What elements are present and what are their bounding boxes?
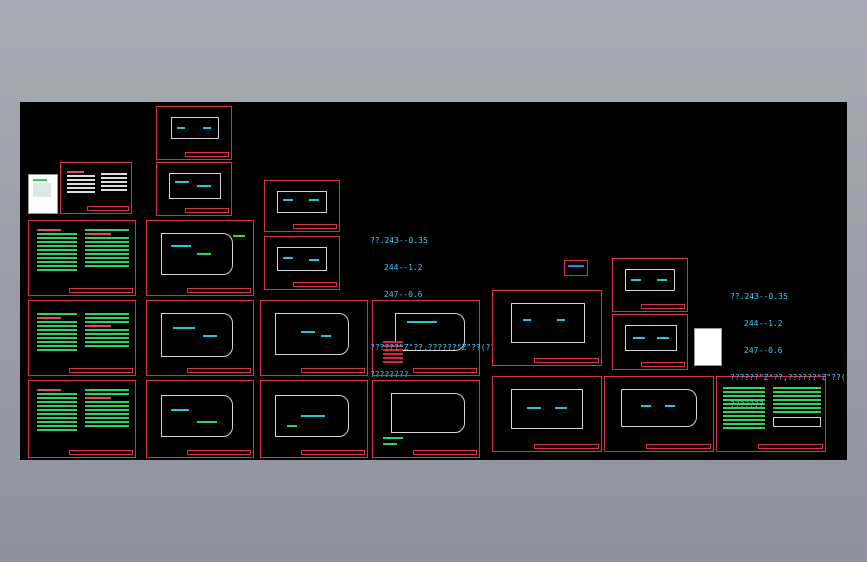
floor-plan-sheet-e2[interactable] — [492, 376, 602, 452]
cover-sheet[interactable] — [28, 174, 58, 214]
floor-plan-sheet-f1[interactable] — [612, 258, 688, 312]
drawing-index-sheet[interactable] — [60, 162, 132, 214]
design-notes-right: ??.243--0.35 244--1.2 247--0.6 ??????"Z"… — [730, 274, 847, 427]
note-line: 247--0.6 — [384, 290, 423, 299]
schedule-sheet-3[interactable] — [28, 380, 136, 458]
floor-plan-sheet-g1[interactable] — [604, 376, 714, 452]
floor-plan-sheet-c2[interactable] — [264, 236, 340, 290]
floor-plan-sheet-b1[interactable] — [146, 220, 254, 296]
note-line: ???????? — [370, 370, 409, 379]
floor-plan-sheet-b2[interactable] — [146, 300, 254, 376]
note-line: 247--0.6 — [744, 346, 783, 355]
schedule-sheet-1[interactable] — [28, 220, 136, 296]
note-line: ??????? — [730, 400, 764, 409]
floor-plan-sheet-a1[interactable] — [156, 106, 232, 160]
floor-plan-sheet-d2[interactable] — [372, 380, 480, 458]
note-line: ??.243--0.35 — [730, 292, 788, 301]
cad-model-space[interactable]: ??.243--0.35 244--1.2 247--0.6 ??????"Z"… — [20, 102, 847, 460]
floor-plan-sheet-c3[interactable] — [260, 300, 368, 376]
note-line: ??????"Z"??,??????"Z"??(??????) — [370, 343, 520, 352]
design-notes-left: ??.243--0.35 244--1.2 247--0.6 ??????"Z"… — [370, 218, 519, 397]
floor-plan-sheet-b3[interactable] — [146, 380, 254, 458]
floor-plan-sheet-c1[interactable] — [264, 180, 340, 232]
note-line: ??????"Z"??,??????"Z"??(??????) — [730, 373, 847, 382]
floor-plan-sheet-c4[interactable] — [260, 380, 368, 458]
floor-plan-sheet-a2[interactable] — [156, 162, 232, 216]
floor-plan-sheet-e1[interactable] — [492, 290, 602, 366]
notes-sheet[interactable] — [694, 328, 722, 366]
schedule-sheet-2[interactable] — [28, 300, 136, 376]
note-line: ??.243--0.35 — [370, 236, 428, 245]
note-line: 244--1.2 — [384, 263, 423, 272]
equipment-schedule-sheet[interactable] — [716, 376, 826, 452]
note-line: 244--1.2 — [744, 319, 783, 328]
floor-plan-sheet-d1[interactable] — [372, 300, 480, 376]
floor-plan-sheet-f2[interactable] — [612, 314, 688, 370]
legend-box[interactable] — [564, 260, 588, 276]
